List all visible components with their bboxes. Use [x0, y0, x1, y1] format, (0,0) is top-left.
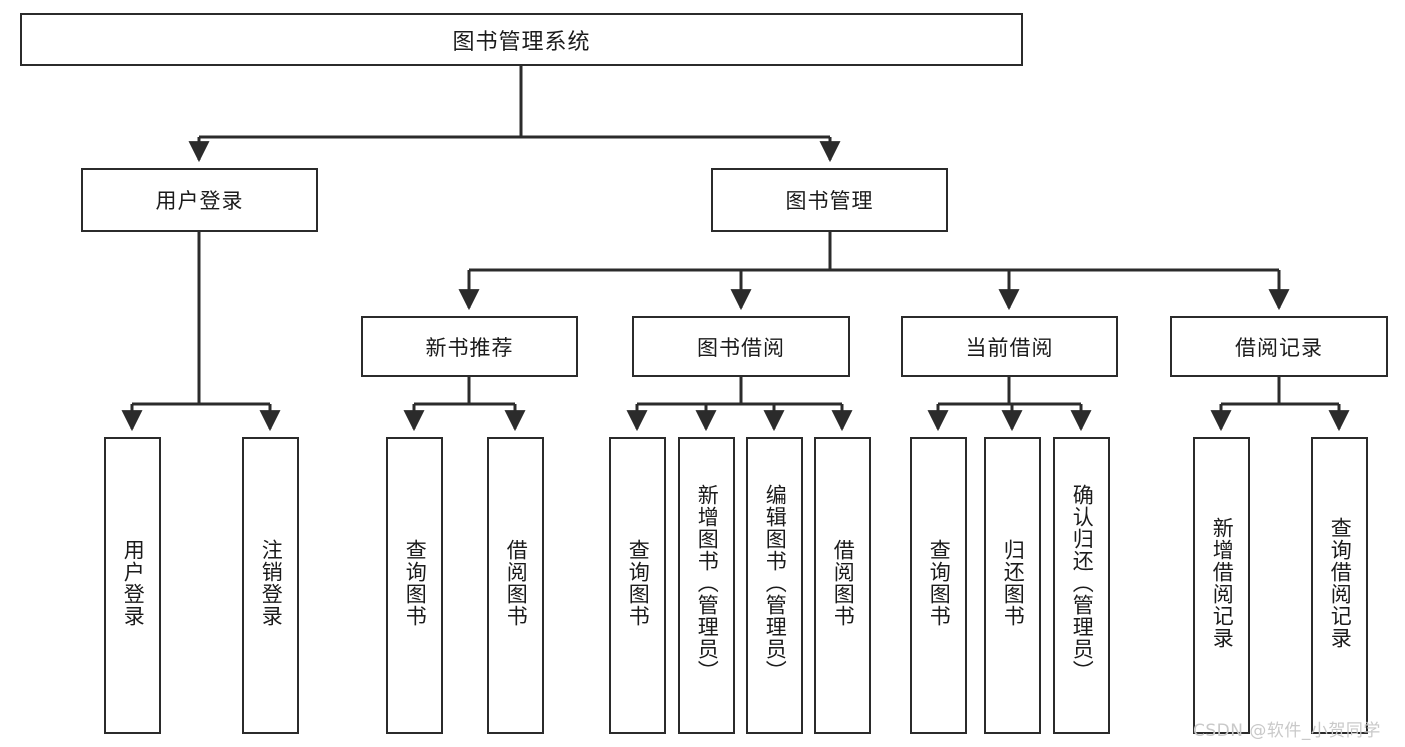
- leaf-label: 注销登录: [259, 539, 284, 627]
- leaf-label: 查询图书: [927, 539, 952, 627]
- node-book-manage: 图书管理: [711, 168, 948, 232]
- node-leaf-borrow-book-recommend: 借阅图书: [487, 437, 544, 734]
- node-leaf-query-book-borrow: 查询图书: [609, 437, 666, 734]
- node-leaf-query-book-recommend: 查询图书: [386, 437, 443, 734]
- node-leaf-add-borrow-record: 新增借阅记录: [1193, 437, 1250, 734]
- leaf-label: 新增借阅记录: [1210, 517, 1235, 649]
- node-root-system: 图书管理系统: [20, 13, 1023, 66]
- node-borrow-record: 借阅记录: [1170, 316, 1388, 377]
- node-book-borrow: 图书借阅: [632, 316, 850, 377]
- node-leaf-borrow-book: 借阅图书: [814, 437, 871, 734]
- leaf-label: 用户登录: [121, 539, 146, 627]
- leaf-label: 查询借阅记录: [1328, 517, 1353, 649]
- leaf-label: 新增图书（管理员）: [695, 484, 720, 682]
- leaf-label: 借阅图书: [831, 539, 856, 627]
- node-leaf-user-login: 用户登录: [104, 437, 161, 734]
- node-leaf-query-borrow-record: 查询借阅记录: [1311, 437, 1368, 734]
- node-leaf-add-book-admin: 新增图书（管理员）: [678, 437, 735, 734]
- leaf-label: 确认归还（管理员）: [1070, 484, 1095, 682]
- leaf-label: 编辑图书（管理员）: [763, 484, 788, 682]
- node-user-login: 用户登录: [81, 168, 318, 232]
- node-new-book-recommend: 新书推荐: [361, 316, 578, 377]
- leaf-label: 查询图书: [626, 539, 651, 627]
- node-leaf-logout: 注销登录: [242, 437, 299, 734]
- leaf-label: 借阅图书: [504, 539, 529, 627]
- node-leaf-return-book: 归还图书: [984, 437, 1041, 734]
- node-leaf-confirm-return-admin: 确认归还（管理员）: [1053, 437, 1110, 734]
- csdn-watermark: CSDN @软件_小贺同学: [1193, 721, 1381, 741]
- leaf-label: 归还图书: [1001, 539, 1026, 627]
- leaf-label: 查询图书: [403, 539, 428, 627]
- node-leaf-edit-book-admin: 编辑图书（管理员）: [746, 437, 803, 734]
- node-current-borrow: 当前借阅: [901, 316, 1118, 377]
- node-leaf-query-book-current: 查询图书: [910, 437, 967, 734]
